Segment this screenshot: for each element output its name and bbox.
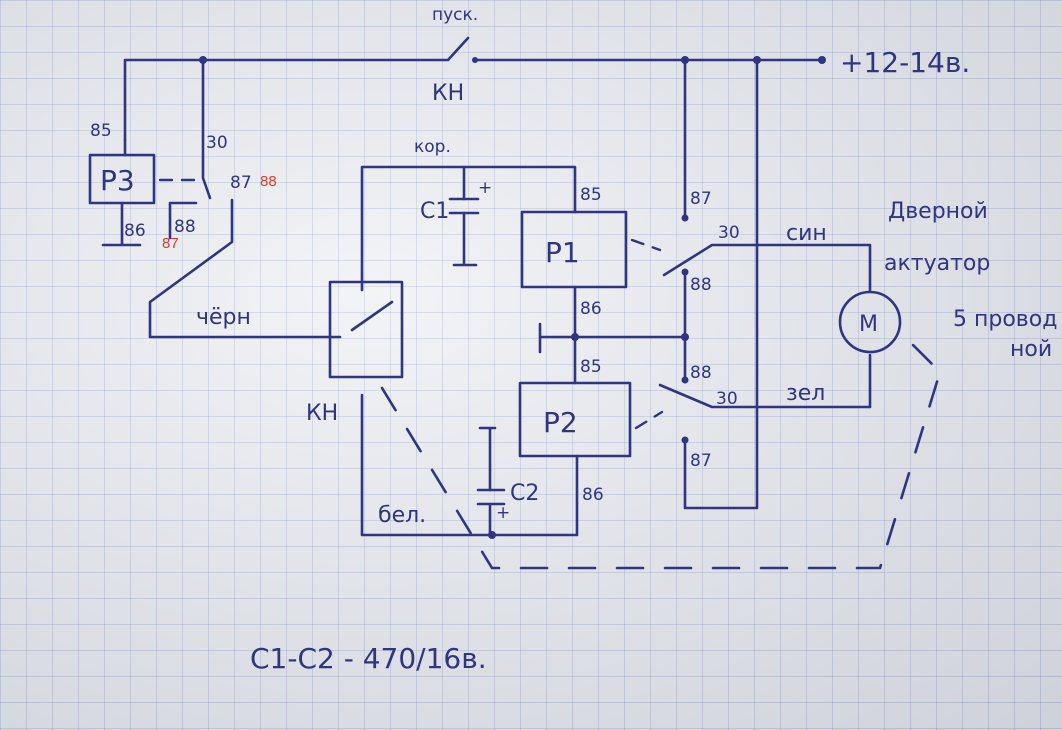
p1-88-contact	[681, 268, 689, 276]
bel-label: бел.	[378, 503, 426, 528]
p1-30-blade	[662, 243, 872, 292]
p2-pin-88: 88	[690, 363, 712, 383]
relay-p2-box	[518, 381, 632, 458]
kn-switch-blade	[350, 300, 394, 332]
c1-label: С1	[420, 199, 449, 224]
c2-label: С2	[510, 481, 539, 506]
p1-pin-86: 86	[580, 299, 602, 319]
kn-bottom-label: КН	[306, 401, 338, 426]
p3-88-to-chern	[148, 198, 342, 339]
capacitor-formula: С1-С2 - 470/16в.	[250, 642, 487, 675]
p1-pin-85: 85	[580, 185, 602, 205]
p3-red-88: 88	[260, 173, 277, 190]
relay-p2-label: Р2	[543, 406, 578, 439]
zel-label: зел	[786, 381, 825, 406]
relay-p1-label: Р1	[545, 236, 580, 269]
supply-terminal	[818, 56, 826, 64]
actuator-line2: актуатор	[884, 251, 990, 276]
c1-plus: +	[478, 178, 492, 198]
motor-label: М	[859, 312, 878, 337]
p2-87-wire	[683, 58, 759, 510]
p2-30-blade	[658, 353, 872, 409]
sin-label: син	[786, 221, 827, 246]
dashed-return-wire	[380, 330, 942, 570]
p3-pin-88: 88	[174, 217, 196, 237]
kn-switch-box	[328, 280, 404, 379]
center-ground	[538, 322, 687, 354]
p1-pin-87: 87	[690, 189, 712, 209]
p2-88-contact	[681, 376, 689, 384]
p2-pin-30: 30	[716, 389, 738, 409]
p3-pin-85: 85	[90, 121, 112, 141]
p1-87-contact	[681, 214, 689, 222]
motor-symbol	[838, 290, 902, 354]
p2-coil-link	[634, 410, 664, 430]
switch-contact	[472, 57, 478, 63]
actuator-line1: Дверной	[888, 199, 988, 224]
c2-plus: +	[496, 503, 510, 523]
supply-label: +12-14в.	[840, 46, 970, 79]
kor-wire	[360, 165, 577, 292]
p2-pin-86: 86	[582, 485, 604, 505]
relay-p3-label: Р3	[100, 164, 135, 197]
p3-pin-86: 86	[124, 221, 146, 241]
start-label: пуск.	[432, 5, 478, 25]
p3-30-wire	[201, 58, 212, 200]
p2-86-wire	[360, 393, 579, 537]
p2-pin-87: 87	[690, 451, 712, 471]
p1-pin-88: 88	[690, 275, 712, 295]
p3-86-ground	[101, 201, 142, 247]
p3-pin-30: 30	[206, 133, 228, 153]
p2-pin-85: 85	[580, 357, 602, 377]
wires-line1: 5 провод	[953, 307, 1057, 332]
c2-leads	[478, 426, 497, 537]
p1-pin-30: 30	[718, 223, 740, 243]
wires-line2: ной	[1010, 337, 1052, 362]
ground-junction-88	[681, 333, 689, 341]
p3-pin-87: 87	[230, 173, 252, 193]
kor-label: кор.	[414, 137, 451, 157]
p3-87-contact	[168, 201, 198, 240]
chern-label: чёрн	[196, 305, 251, 330]
c1-leads	[452, 165, 478, 267]
p1-coil-link	[630, 238, 662, 252]
kn-top-label: КН	[432, 81, 464, 106]
p3-red-87: 87	[162, 235, 179, 252]
top-rail-left	[123, 36, 470, 142]
